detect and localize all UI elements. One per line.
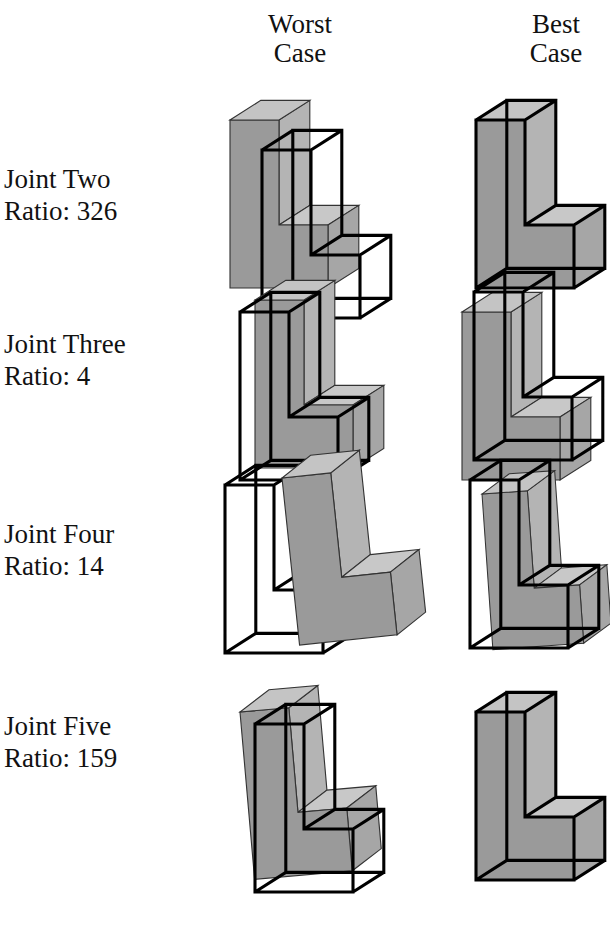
solid-block [230, 100, 359, 288]
solid-block [280, 445, 428, 645]
column-heading: Best Case [508, 10, 604, 68]
joint-name: Joint Three [4, 330, 194, 359]
column-heading: Worst Case [250, 10, 350, 68]
ratio-value: Ratio: 159 [4, 744, 194, 773]
joint-name: Joint Four [4, 520, 194, 549]
solid-block [238, 681, 383, 879]
ratio-value: Ratio: 14 [4, 552, 194, 581]
ratio-value: Ratio: 4 [4, 362, 194, 391]
ratio-value: Ratio: 326 [4, 197, 194, 226]
solid-block [476, 100, 605, 288]
joint-name: Joint Two [4, 165, 194, 194]
wire-block [470, 460, 599, 648]
joint-name: Joint Five [4, 712, 194, 741]
solid-block [476, 692, 605, 880]
wire-block [476, 692, 605, 880]
wire-block [476, 100, 605, 288]
wire-block [255, 704, 384, 892]
wire-block [474, 272, 603, 460]
